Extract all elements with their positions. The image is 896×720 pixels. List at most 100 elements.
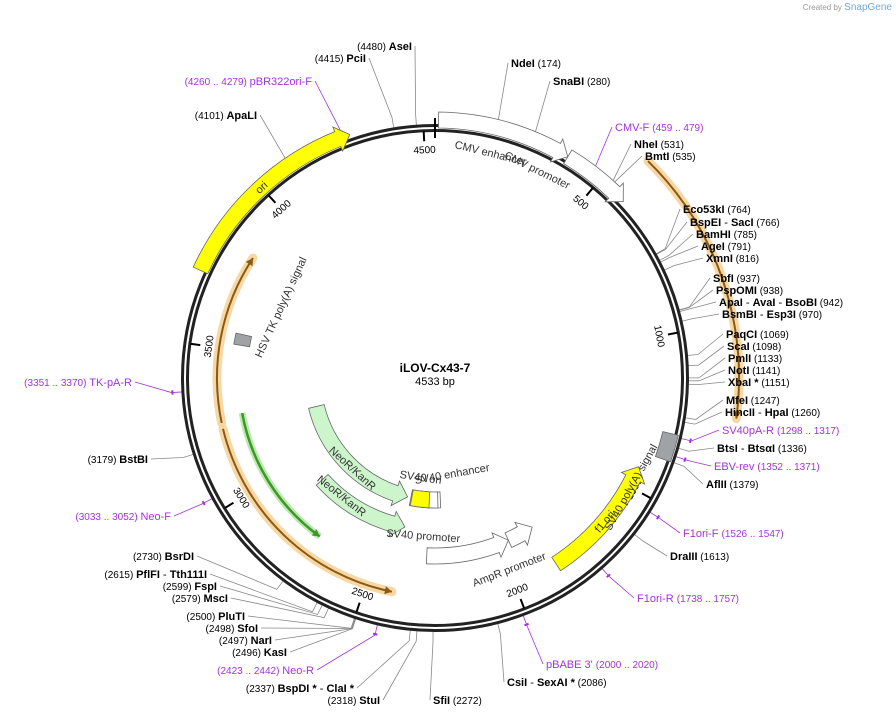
enzyme-name: Esp3I (767, 309, 796, 321)
primer-label: (2423 .. 2442) Neo-R (217, 665, 314, 677)
primer-label: EBV-rev (1352 .. 1371) (714, 461, 820, 473)
tick-mark (190, 342, 201, 347)
enzyme-leader-line (687, 369, 726, 382)
tick-mark (355, 602, 361, 613)
primer-name: pBABE 3' (546, 659, 596, 671)
tick-mark (585, 187, 594, 197)
enzyme-leader-line (429, 630, 434, 701)
enzyme-site-label: BsmBI - Esp3I (970) (722, 309, 822, 321)
enzyme-position: (4415) (315, 54, 347, 65)
enzyme-site-label: SnaBI (280) (553, 76, 610, 88)
enzyme-position: (791) (725, 242, 751, 253)
orf-arrowhead (384, 586, 392, 595)
enzyme-position: (1379) (727, 480, 759, 491)
primer-range: (459 .. 479) (652, 123, 703, 134)
enzyme-leader-line (684, 411, 723, 425)
thin-feature-arrowhead (311, 529, 320, 537)
neor-kanr-feature (315, 473, 406, 538)
enzyme-name: KasI (264, 647, 287, 659)
enzyme-site-label: ApaI - AvaI - BsoBI (942) (719, 297, 843, 309)
enzyme-position: (816) (733, 254, 759, 265)
tick-label: 4500 (413, 145, 436, 157)
enzyme-leader-line (655, 208, 681, 255)
enzyme-name: NdeI (511, 58, 535, 70)
enzyme-site-label: DraIII (1613) (670, 551, 729, 563)
enzyme-leader-line (687, 357, 726, 379)
enzyme-site-label: (3179) BstBI (88, 454, 148, 466)
enzyme-site-label: (2318) StuI (328, 695, 380, 707)
orf-line (647, 160, 740, 419)
tick-mark (224, 501, 234, 509)
enzyme-leader-line (414, 45, 417, 126)
enzyme-position: (1260) (789, 408, 821, 419)
enzyme-position: (2337) (246, 684, 278, 695)
enzyme-name: BsoBI (785, 297, 817, 309)
enzyme-leader-line (382, 630, 418, 701)
primer-range: (2423 .. 2442) (217, 666, 282, 677)
enzyme-position: (938) (757, 286, 783, 297)
primer-label: F1ori-F (1526 .. 1547) (683, 528, 784, 540)
enzyme-name: CsiI (507, 677, 527, 689)
enzyme-position: (1133) (751, 354, 782, 365)
enzyme-site-label: BtsI - BtsαI (1336) (717, 443, 807, 455)
enzyme-leader-line (679, 301, 717, 313)
enzyme-leader-line (173, 498, 213, 517)
enzyme-position: (280) (584, 77, 610, 88)
enzyme-leader-line (686, 333, 724, 356)
enzyme-site-label: BspEI - SacI (766) (690, 217, 780, 229)
enzyme-site-label: AflII (1379) (706, 479, 758, 491)
primer-label: (4260 .. 4279) pBR322ori-F (185, 76, 313, 88)
enzyme-position: (2496) (232, 648, 264, 659)
enzyme-leader-line (274, 618, 356, 641)
primer-range: (3351 .. 3370) (24, 378, 89, 389)
primer-range: (4260 .. 4279) (185, 77, 250, 88)
enzyme-name: BtsαI (748, 443, 776, 455)
cmv-enhancer-feature (438, 111, 569, 163)
enzyme-position: (4480) (357, 42, 389, 53)
enzyme-site-label: XbaI * (1151) (728, 377, 790, 389)
enzyme-site-label: NheI (531) (634, 139, 684, 151)
enzyme-name: ClaI * (326, 683, 354, 695)
sv40-ori-feature (409, 489, 431, 509)
enzyme-leader-line (219, 585, 323, 615)
enzyme-position: (174) (535, 59, 561, 70)
primer-name: TK-pA-R (89, 377, 132, 389)
enzyme-position: (942) (817, 298, 843, 309)
enzyme-position: (1069) (757, 330, 789, 341)
enzyme-position: - (757, 309, 767, 321)
enzyme-site-label: AgeI (791) (701, 241, 751, 253)
enzyme-name: PflFI (136, 569, 160, 581)
enzyme-site-label: SfiI (2272) (433, 695, 482, 707)
enzyme-position: (785) (731, 230, 757, 241)
tick-label: 3500 (203, 334, 217, 358)
enzyme-name: Eco53kI (683, 204, 725, 216)
enzyme-position: - (755, 407, 765, 419)
enzyme-site-label: HincII - HpaI (1260) (725, 407, 820, 419)
primer-name: F1ori-R (637, 593, 677, 605)
feature-label: HSV TK poly(A) signal (253, 255, 309, 359)
enzyme-position: - (775, 297, 785, 309)
enzyme-name: AvaI (753, 297, 776, 309)
enzyme-position: (2272) (450, 696, 482, 707)
enzyme-site-label: (2579) MscI (172, 593, 228, 605)
enzyme-leader-line (633, 533, 668, 557)
enzyme-site-label: XmnI (816) (706, 253, 759, 265)
primer-range: (1298 .. 1317) (777, 426, 839, 437)
enzyme-leader-line (680, 429, 720, 442)
enzyme-site-label: (2496) KasI (232, 647, 287, 659)
thin-feature (240, 412, 321, 538)
enzyme-position: (937) (734, 274, 760, 285)
enzyme-name: BtsI (717, 443, 738, 455)
enzyme-site-label: CsiI - SexAI * (2086) (507, 677, 607, 689)
orf-line (222, 428, 393, 593)
enzyme-name: StuI (359, 695, 380, 707)
ampr-promoter-feature (504, 521, 533, 548)
plasmid-name: iLOV-Cx43-7 (400, 361, 471, 375)
enzyme-name: DraIII (670, 551, 698, 563)
primer-label: F1ori-R (1738 .. 1757) (637, 593, 739, 605)
enzyme-position: (2730) (133, 552, 165, 563)
plasmid-length: 4533 bp (415, 376, 455, 388)
enzyme-site-label: BamHI (785) (696, 229, 757, 241)
primer-label: SV40pA-R (1298 .. 1317) (722, 425, 839, 437)
